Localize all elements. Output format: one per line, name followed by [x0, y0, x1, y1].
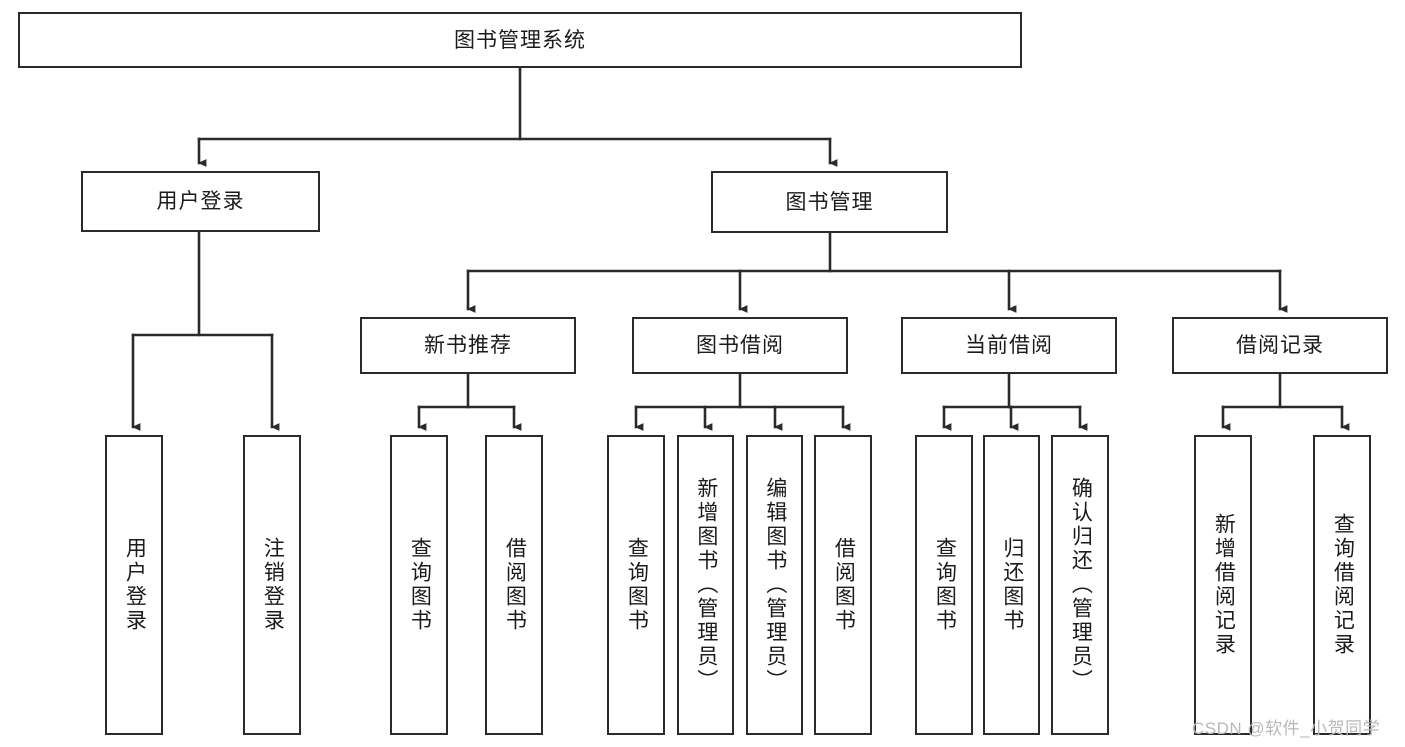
leaf-current-confirm-return-admin[interactable]: 确认归还（管理员） [1051, 435, 1109, 735]
leaf-new-book-query[interactable]: 查询图书 [390, 435, 448, 735]
leaf-label: 借阅图书 [503, 537, 527, 633]
leaf-label: 用户登录 [123, 537, 147, 633]
leaf-label: 确认归还（管理员） [1069, 477, 1093, 693]
node-borrow-record-label: 借阅记录 [1236, 334, 1324, 357]
leaf-current-return-book[interactable]: 归还图书 [983, 435, 1040, 735]
leaf-label: 查询图书 [625, 537, 649, 633]
leaf-user-login-signout[interactable]: 注销登录 [243, 435, 301, 735]
node-current-borrow-label: 当前借阅 [965, 334, 1053, 357]
leaf-user-login-signin[interactable]: 用户登录 [105, 435, 163, 735]
node-new-book-recommend[interactable]: 新书推荐 [360, 317, 576, 374]
leaf-label: 编辑图书（管理员） [763, 477, 787, 693]
leaf-record-add[interactable]: 新增借阅记录 [1194, 435, 1252, 735]
node-book-management-label: 图书管理 [785, 190, 874, 214]
leaf-label: 新增借阅记录 [1212, 513, 1236, 657]
node-book-borrow[interactable]: 图书借阅 [632, 317, 848, 374]
leaf-label: 新增图书（管理员） [694, 477, 718, 693]
leaf-record-query[interactable]: 查询借阅记录 [1313, 435, 1371, 735]
node-user-login[interactable]: 用户登录 [81, 171, 320, 232]
node-book-borrow-label: 图书借阅 [696, 334, 784, 357]
leaf-label: 查询图书 [933, 537, 957, 633]
leaf-borrow-borrow-book[interactable]: 借阅图书 [814, 435, 872, 735]
csdn-watermark: CSDN @软件_小贺同学 [1192, 719, 1381, 738]
leaf-label: 查询借阅记录 [1331, 513, 1355, 657]
node-borrow-record[interactable]: 借阅记录 [1172, 317, 1388, 374]
leaf-borrow-add-book-admin[interactable]: 新增图书（管理员） [677, 435, 734, 735]
node-book-management[interactable]: 图书管理 [711, 171, 948, 233]
leaf-borrow-query-book[interactable]: 查询图书 [607, 435, 665, 735]
leaf-label: 注销登录 [261, 537, 285, 633]
leaf-label: 归还图书 [1000, 537, 1024, 633]
node-new-book-recommend-label: 新书推荐 [424, 334, 512, 357]
node-user-login-label: 用户登录 [156, 190, 245, 213]
leaf-current-query-book[interactable]: 查询图书 [915, 435, 973, 735]
node-current-borrow[interactable]: 当前借阅 [901, 317, 1117, 374]
leaf-label: 借阅图书 [832, 537, 856, 633]
node-root[interactable]: 图书管理系统 [18, 12, 1022, 68]
node-root-label: 图书管理系统 [454, 28, 586, 52]
leaf-new-book-borrow[interactable]: 借阅图书 [485, 435, 543, 735]
leaf-label: 查询图书 [408, 537, 432, 633]
leaf-borrow-edit-book-admin[interactable]: 编辑图书（管理员） [746, 435, 803, 735]
